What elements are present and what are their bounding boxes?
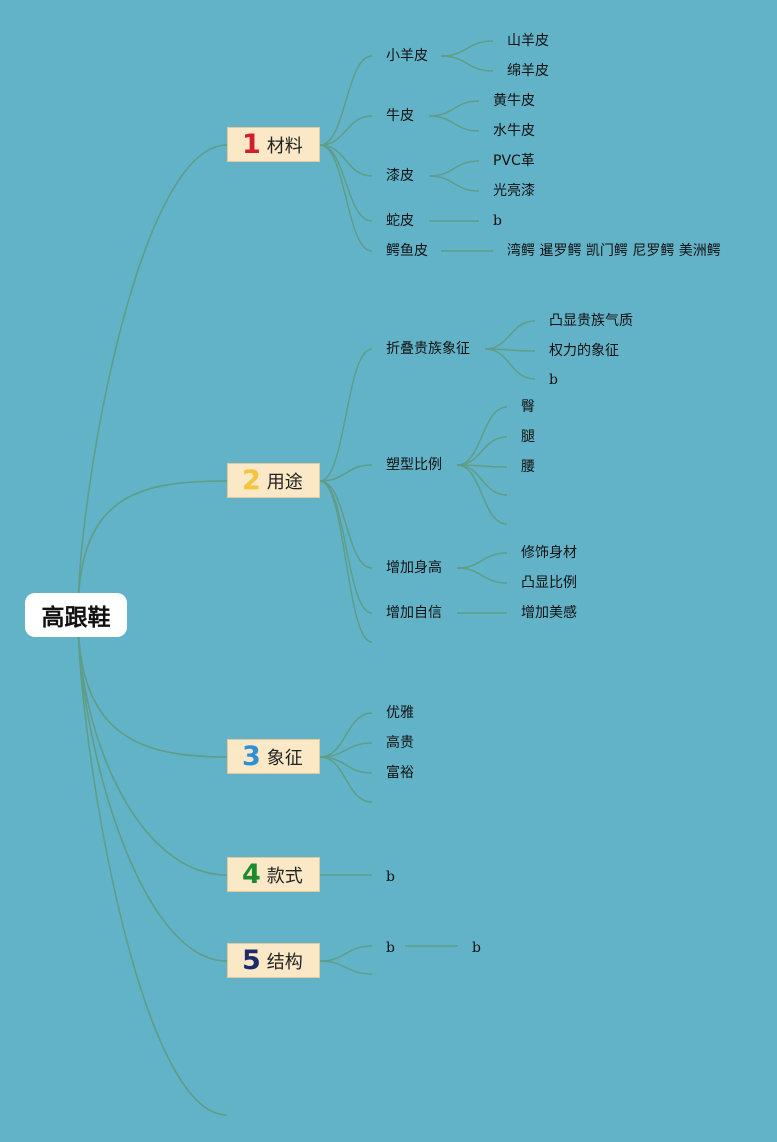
subtopic-node[interactable]: b — [549, 372, 558, 388]
connector — [456, 552, 508, 569]
connector — [428, 100, 480, 117]
branch-node-materials[interactable]: 1 材料 — [227, 127, 320, 162]
subtopic-node[interactable]: 凸显比例 — [521, 575, 577, 591]
branch-number: 2 — [242, 465, 261, 496]
subtopic-node[interactable]: PVC革 — [493, 153, 535, 169]
subtopic-node[interactable]: 湾鳄 暹罗鳄 凯门鳄 尼罗鳄 美洲鳄 — [507, 243, 721, 259]
connector — [77, 480, 228, 616]
connector — [484, 348, 536, 380]
branch-number: 1 — [242, 129, 261, 160]
branch-label: 结构 — [266, 951, 303, 973]
subtopic-node[interactable]: 山羊皮 — [507, 33, 549, 49]
topic-node[interactable]: 漆皮 — [386, 168, 414, 184]
branch-number: 5 — [242, 945, 261, 976]
root-node[interactable]: 高跟鞋 — [25, 593, 127, 637]
branch-node-symbol[interactable]: 3 象征 — [227, 739, 320, 774]
connector — [456, 464, 508, 496]
root-label: 高跟鞋 — [41, 605, 111, 631]
connector — [319, 144, 373, 222]
branch-label: 材料 — [266, 135, 303, 157]
connector — [319, 144, 373, 177]
topic-node[interactable]: b — [386, 869, 395, 885]
connector — [319, 945, 373, 962]
connector — [456, 406, 508, 466]
connector — [77, 614, 228, 962]
subtopic-node[interactable]: 腰 — [521, 459, 535, 475]
topic-node[interactable]: 塑型比例 — [386, 457, 442, 473]
connector — [428, 175, 480, 192]
branch-node-structure[interactable]: 5 结构 — [227, 943, 320, 978]
topic-node[interactable]: 鳄鱼皮 — [386, 243, 428, 259]
topic-node[interactable]: 蛇皮 — [386, 213, 414, 229]
topic-node[interactable]: 小羊皮 — [386, 48, 428, 64]
topic-node[interactable]: 牛皮 — [386, 108, 414, 124]
connector — [319, 712, 373, 758]
connector — [428, 115, 480, 132]
connector — [456, 567, 508, 584]
subtopic-node[interactable]: b — [472, 940, 481, 956]
connector — [319, 756, 373, 803]
branch-node-uses[interactable]: 2 用途 — [227, 463, 320, 498]
connector — [456, 436, 508, 466]
subtopic-node[interactable]: 臀 — [521, 399, 535, 415]
connector — [77, 614, 228, 876]
connector — [319, 960, 373, 975]
connector — [319, 480, 373, 643]
connector — [428, 160, 480, 177]
subtopic-node[interactable]: 绵羊皮 — [507, 63, 549, 79]
connector — [319, 55, 373, 146]
subtopic-node[interactable]: 增加美感 — [521, 605, 577, 621]
subtopic-node[interactable]: 修饰身材 — [521, 545, 577, 561]
topic-node[interactable]: 富裕 — [386, 765, 414, 781]
connector — [440, 40, 494, 57]
branch-number: 3 — [242, 741, 261, 772]
branch-node-styles[interactable]: 4 款式 — [227, 857, 320, 892]
connector — [77, 614, 228, 1116]
subtopic-node[interactable]: 凸显贵族气质 — [549, 313, 633, 329]
connector — [319, 115, 373, 146]
connector — [319, 480, 373, 569]
connector — [484, 320, 536, 350]
subtopic-node[interactable]: 权力的象征 — [549, 343, 619, 359]
topic-node[interactable]: b — [386, 940, 395, 956]
topic-node[interactable]: 折叠贵族象征 — [386, 341, 470, 357]
connector — [319, 144, 373, 252]
branch-label: 象征 — [266, 747, 303, 769]
subtopic-node[interactable]: 水牛皮 — [493, 123, 535, 139]
connector — [319, 348, 373, 482]
topic-node[interactable]: 高贵 — [386, 735, 414, 751]
subtopic-node[interactable]: 腿 — [521, 429, 535, 445]
topic-node[interactable]: 增加自信 — [386, 605, 442, 621]
connector — [319, 742, 373, 758]
topic-node[interactable]: 优雅 — [386, 705, 414, 721]
subtopic-node[interactable]: 光亮漆 — [493, 183, 535, 199]
connector — [319, 464, 373, 482]
subtopic-node[interactable]: b — [493, 213, 502, 229]
connector — [440, 55, 494, 72]
connector — [456, 464, 508, 525]
connector — [77, 144, 228, 616]
branch-number: 4 — [242, 859, 261, 890]
branch-label: 款式 — [266, 865, 303, 887]
topic-node[interactable]: 增加身高 — [386, 560, 442, 576]
branch-label: 用途 — [266, 471, 303, 493]
subtopic-node[interactable]: 黄牛皮 — [493, 93, 535, 109]
connector — [319, 480, 373, 614]
